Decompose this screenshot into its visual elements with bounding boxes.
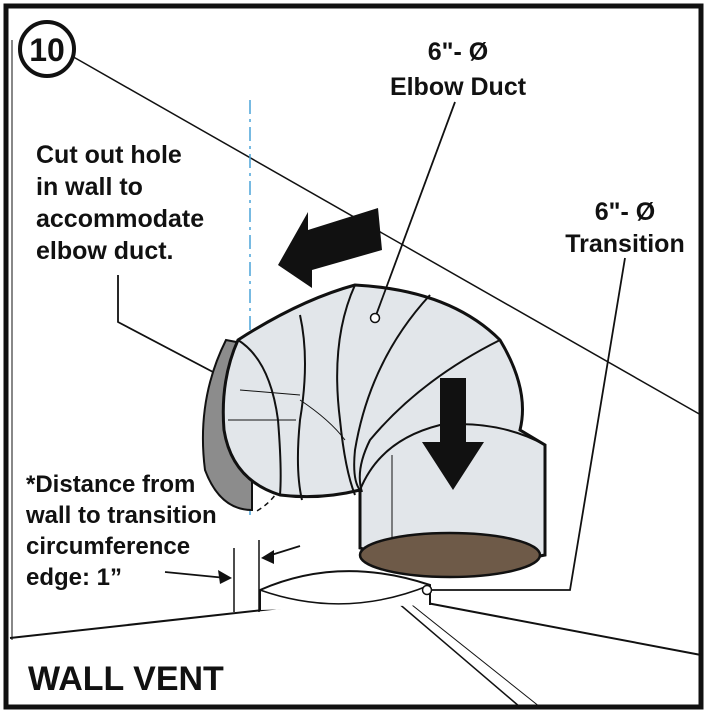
duct-seam-2 (296, 314, 306, 501)
dimension-arrow-left-head (218, 570, 232, 584)
hood-edge-1 (389, 595, 521, 708)
outer-border (3, 3, 704, 710)
duct-seam-4 (353, 294, 431, 491)
step-badge (18, 20, 76, 78)
footer-title: WALL VENT (28, 660, 224, 698)
duct-crease-1 (239, 389, 301, 396)
duct-bottom-opening (358, 531, 542, 579)
distance-label-line4: edge: 1” (26, 564, 122, 591)
ceiling-wall-edge (69, 54, 702, 416)
dimension-arrow-left-shaft (164, 571, 227, 579)
duct-seam-5 (358, 339, 501, 493)
leader-transition-dot (421, 584, 433, 596)
leader-elbow-duct (374, 101, 456, 319)
step-number: 10 (29, 32, 65, 68)
distance-label-line3: circumference (26, 533, 190, 560)
arrow-down-icon (422, 378, 484, 490)
leader-transition (432, 257, 626, 591)
leader-cutout (117, 275, 214, 373)
cutout-label-line2: in wall to (36, 173, 143, 201)
leader-elbow-duct-dot (369, 312, 381, 324)
distance-label-line1: *Distance from (26, 471, 195, 498)
dimension-arrow-right-head (261, 550, 274, 564)
hood-edge-2 (411, 604, 541, 708)
elbow-duct-label-line2: Elbow Duct (390, 73, 527, 101)
transition-label-line1: 6"- Ø (595, 198, 655, 226)
cutout-label-line4: elbow duct. (36, 237, 174, 265)
cutout-label-line3: accommodate (36, 205, 204, 233)
transition-collar-lip (259, 584, 431, 605)
duct-crease-3 (299, 399, 346, 441)
transition-label-line2: Transition (565, 230, 684, 258)
duct-seam-3 (336, 284, 356, 496)
distance-label-line2: wall to transition (25, 502, 217, 529)
elbow-duct-label-line1: 6"- Ø (428, 38, 488, 66)
arrow-left-icon (278, 208, 382, 288)
cutout-label-line1: Cut out hole (36, 141, 182, 169)
